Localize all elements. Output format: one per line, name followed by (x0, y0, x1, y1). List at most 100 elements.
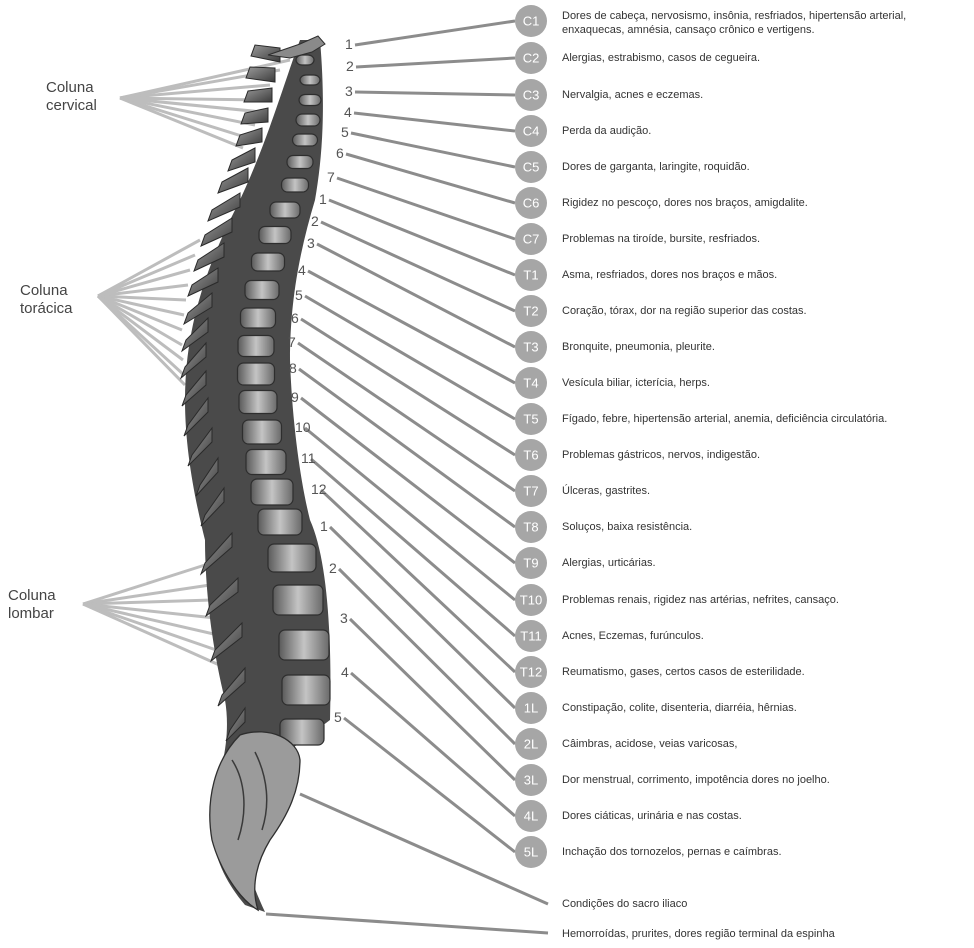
vertebra-number: 3 (307, 235, 315, 251)
region-line-cervical (119, 96, 256, 127)
vertebral-body (299, 74, 321, 86)
badge-t10: T10 (515, 584, 547, 616)
spinous-process (180, 316, 209, 353)
region-line-cervical (119, 96, 244, 150)
sacrum-ridge (231, 751, 268, 841)
badge-5l: 5L (515, 836, 547, 868)
region-line-lombar (82, 602, 219, 637)
description-coccyx: Hemorroídas, prurites, dores região term… (562, 928, 835, 940)
badge-label: 5L (524, 845, 538, 860)
leader-line (319, 488, 517, 674)
badge-label: T5 (523, 412, 538, 427)
description-t4: Vesícula biliar, icterícia, herps. (562, 377, 710, 389)
region-line-toracica (97, 238, 201, 298)
description-sacro-iliaco: Condições do sacro iliaco (562, 898, 688, 910)
badge-label: T9 (523, 556, 538, 571)
vertebral-body (241, 419, 283, 445)
leader-line-sacro (299, 792, 549, 906)
leader-line (310, 457, 516, 638)
vertebra-number: 4 (344, 104, 352, 120)
badge-label: T1 (523, 268, 538, 283)
vertebra-number: 9 (291, 389, 299, 405)
badge-label: T6 (523, 448, 538, 463)
region-line-toracica (97, 294, 183, 332)
spinous-process (193, 242, 225, 272)
leader-line (307, 269, 516, 385)
badge-3l: 3L (515, 764, 547, 796)
badge-c4: C4 (515, 115, 547, 147)
badge-circle (515, 800, 547, 832)
description-t5: Fígado, febre, hipertensão arterial, ane… (562, 413, 888, 425)
leader-line (350, 131, 516, 169)
badge-label: C3 (523, 88, 540, 103)
description-3l: Dor menstrual, corrimento, impotência do… (562, 774, 830, 786)
vertebral-body (245, 448, 287, 476)
badge-label: T8 (523, 520, 538, 535)
vertebra-number: 3 (340, 610, 348, 626)
badge-circle (515, 692, 547, 724)
description-c2: Alergias, estrabismo, casos de cegueira. (562, 52, 761, 64)
vertebral-body (291, 133, 319, 147)
badge-circle (515, 836, 547, 868)
badge-label: T3 (523, 340, 538, 355)
spinous-process (187, 426, 213, 467)
vertebra-number: 5 (334, 709, 342, 725)
region-line-toracica (96, 294, 187, 387)
leader-line (320, 220, 516, 313)
leader-line (298, 367, 516, 529)
leader-line (350, 671, 516, 818)
badge-circle (515, 511, 547, 543)
badge-1l: 1L (515, 692, 547, 724)
vertebra-number: 3 (345, 83, 353, 99)
leader-line (345, 152, 516, 205)
badge-c5: C5 (515, 151, 547, 183)
badge-t4: T4 (515, 367, 547, 399)
badge-circle (515, 79, 547, 111)
spinous-process (187, 267, 219, 297)
badge-c7: C7 (515, 223, 547, 255)
badge-label: T11 (520, 629, 541, 644)
spinous-process (183, 291, 213, 326)
badge-2l: 2L (515, 728, 547, 760)
vertebral-body (269, 201, 301, 219)
badge-t1: T1 (515, 259, 547, 291)
description-c4: Perda da audição. (562, 125, 652, 137)
description-t2: Coração, tórax, dor na região superior d… (562, 305, 807, 317)
spinous-process (209, 621, 243, 663)
leader-line (337, 567, 517, 746)
spinous-process (250, 44, 281, 63)
description-t6: Problemas gástricos, nervos, indigestão. (562, 449, 761, 461)
spinous-process (200, 486, 225, 527)
spinous-process (183, 396, 209, 437)
spinous-process (240, 107, 269, 125)
description-c5: Dores de garganta, laringite, roquidão. (562, 161, 750, 173)
spinous-process (195, 456, 219, 497)
vertebral-body (267, 543, 317, 573)
badge-label: C5 (523, 160, 540, 175)
spinous-process (181, 369, 207, 407)
region-line-lombar (82, 598, 213, 606)
badge-label: T2 (523, 304, 538, 319)
vertebral-body (286, 154, 314, 170)
region-line-lombar (82, 563, 206, 606)
leader-line (316, 242, 516, 349)
region-label-toracica: Coluna torácica (20, 282, 73, 317)
region-label-lombar: Coluna lombar (8, 587, 56, 622)
region-lines (82, 58, 291, 670)
badge-label: T4 (523, 376, 538, 391)
region-line-cervical (119, 96, 269, 102)
vertebra-number: 11 (301, 450, 316, 466)
badge-circle (515, 403, 547, 435)
badge-label: C7 (523, 232, 540, 247)
badge-label: 3L (524, 773, 538, 788)
vertebra-number: 2 (346, 58, 354, 74)
description-c7: Problemas na tiroíde, bursite, resfriado… (562, 233, 761, 245)
description-c3: Nervalgia, acnes e eczemas. (562, 89, 704, 101)
vertebra-number: 6 (291, 310, 299, 326)
description-t7: Úlceras, gastrites. (562, 485, 651, 497)
description-t1: Asma, resfriados, dores nos braços e mão… (562, 269, 778, 281)
badge-circle (515, 42, 547, 74)
vertebral-body (238, 389, 278, 415)
